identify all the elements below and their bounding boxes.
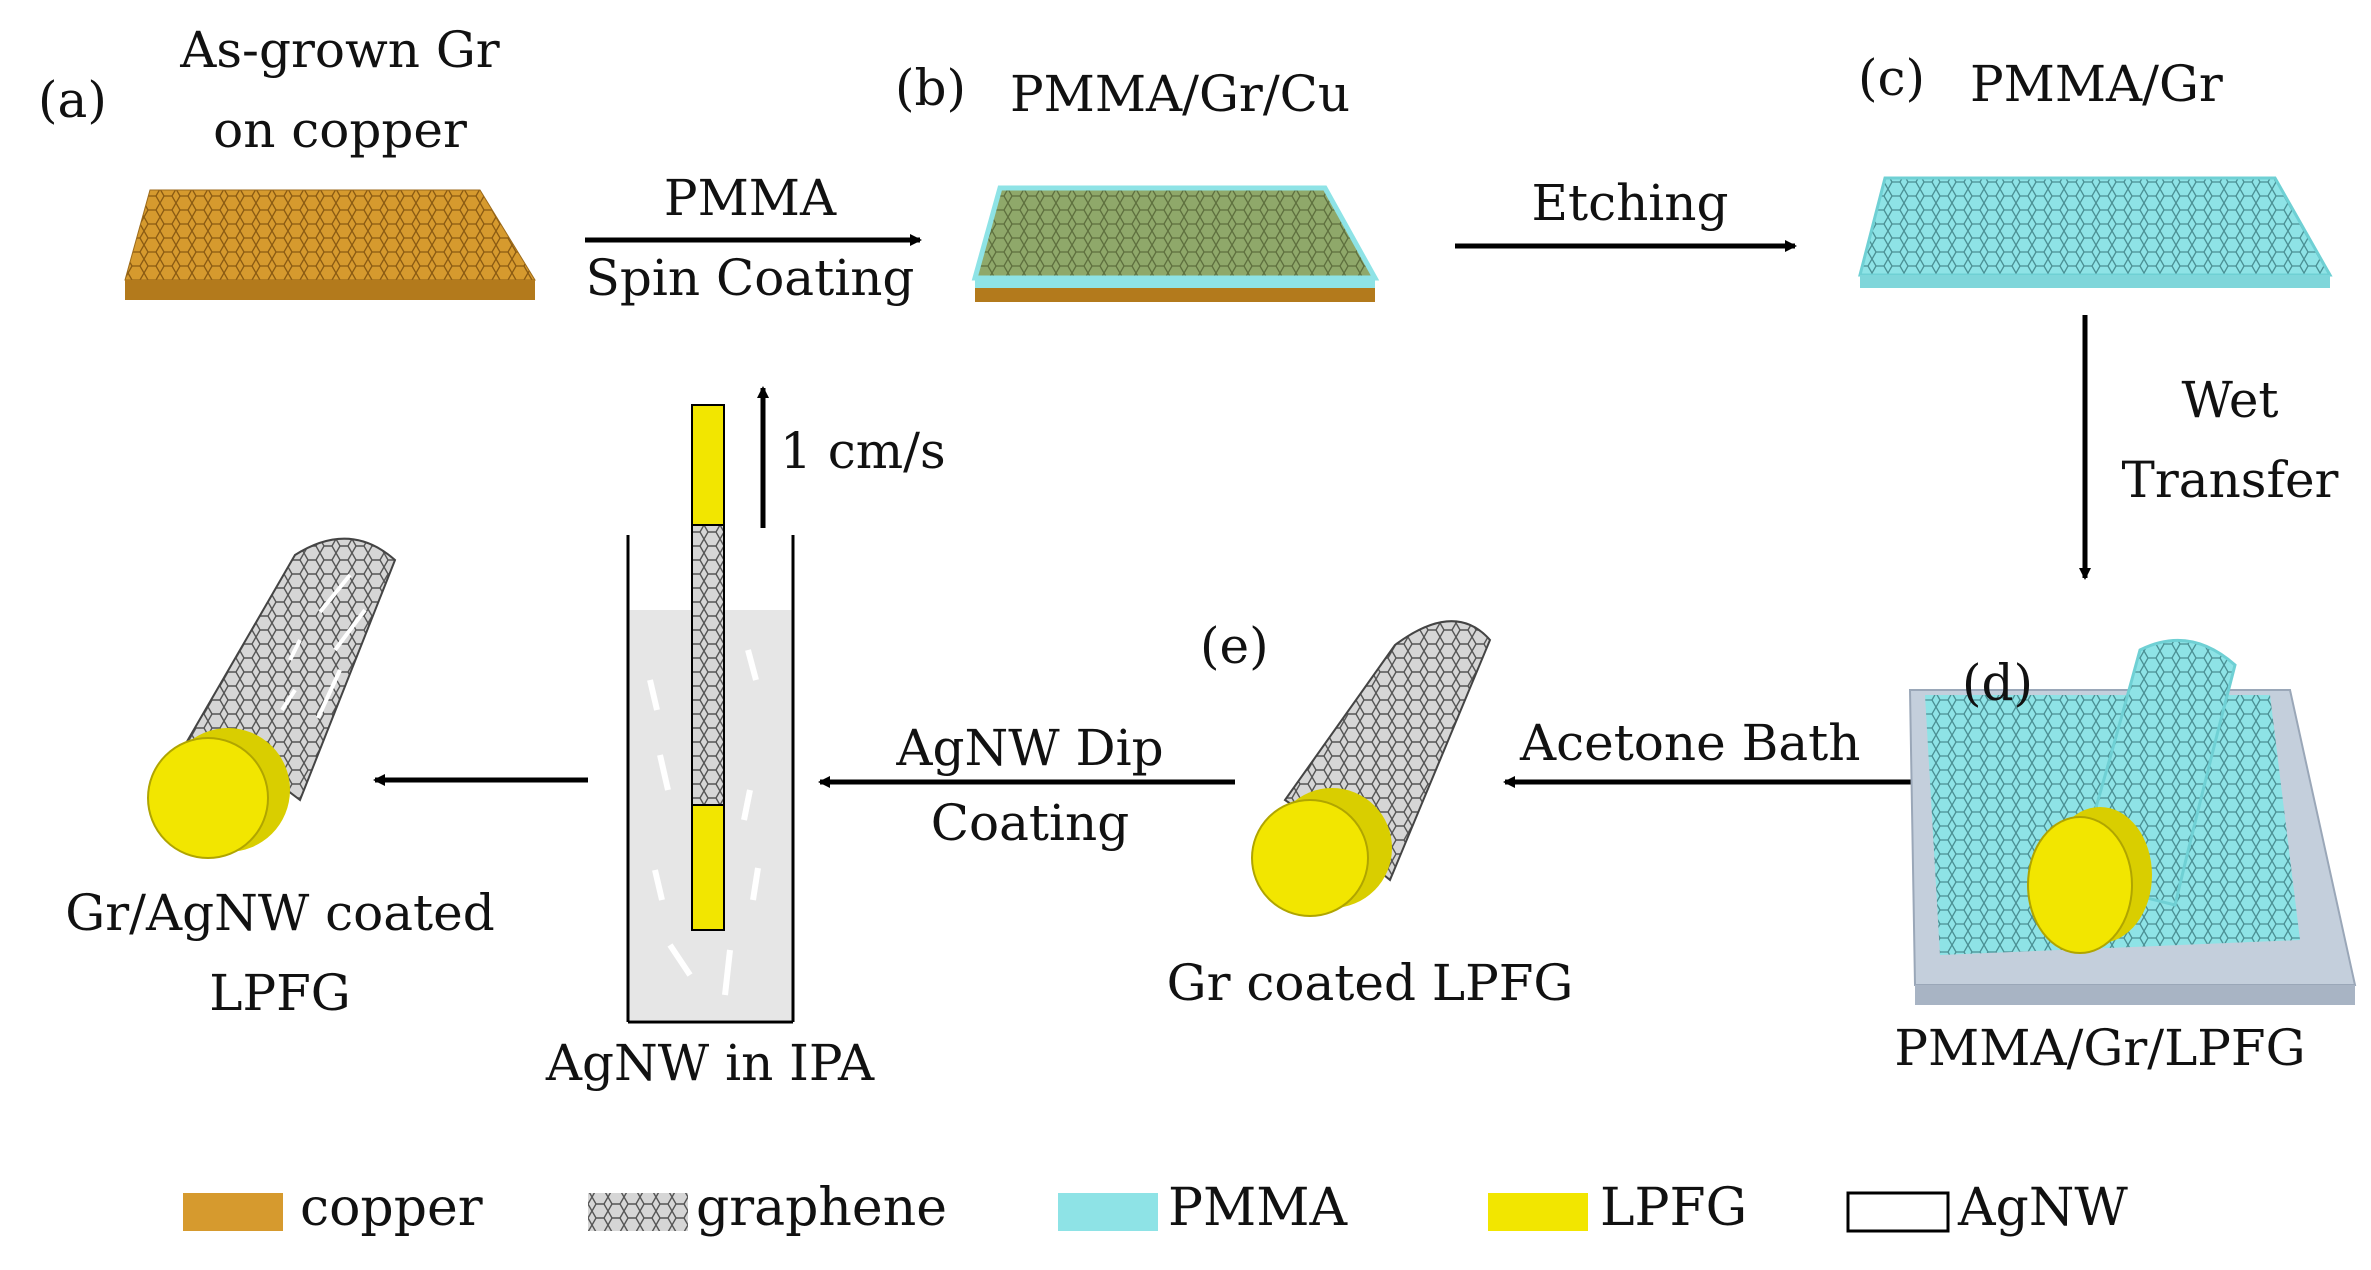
bath-caption: AgNW in IPA xyxy=(545,1034,875,1092)
step-b-title: PMMA/Gr/Cu xyxy=(1010,65,1351,123)
gr-agnw-coated-lpfg xyxy=(147,537,397,859)
gr-coated-lpfg xyxy=(1251,620,1492,917)
arrow-cd-label-line2: Transfer xyxy=(2121,451,2339,509)
step-b-tag: (b) xyxy=(895,59,967,117)
legend-lpfg-swatch xyxy=(1488,1193,1588,1231)
legend-lpfg-label: LPFG xyxy=(1600,1178,1748,1238)
copper-slab xyxy=(124,189,536,300)
legend-graphene-label: graphene xyxy=(696,1178,947,1238)
arrow-e-bath-label-line1: AgNW Dip xyxy=(896,719,1164,777)
arrow-ab-label-line1: PMMA xyxy=(663,169,837,227)
step-d-tag: (d) xyxy=(1962,654,2034,712)
final-caption-line1: Gr/AgNW coated xyxy=(65,884,495,942)
legend-agnw-swatch xyxy=(1846,1191,1950,1233)
legend-agnw-label: AgNW xyxy=(1958,1178,2128,1238)
step-e-caption: Gr coated LPFG xyxy=(1166,954,1574,1012)
step-d-caption: PMMA/Gr/LPFG xyxy=(1894,1019,2306,1077)
pmma-gr-lpfg-assembly xyxy=(1908,638,2357,1005)
pmma-gr-film xyxy=(1858,176,2333,288)
final-caption-line2: LPFG xyxy=(209,964,351,1022)
pull-speed-label: 1 cm/s xyxy=(780,422,946,480)
legend-graphene-swatch xyxy=(588,1193,688,1231)
step-a-title-line1: As-grown Gr xyxy=(180,21,500,79)
arrow-ab-label-line2: Spin Coating xyxy=(585,249,915,307)
step-c-title: PMMA/Gr xyxy=(1970,55,2223,113)
legend-copper-swatch xyxy=(183,1193,283,1231)
arrow-cd-label-line1: Wet xyxy=(2181,371,2279,429)
arrow-e-bath-label-line2: Coating xyxy=(930,794,1130,852)
step-a-tag: (a) xyxy=(38,71,107,129)
step-e-tag: (e) xyxy=(1200,617,1269,675)
legend-pmma-swatch xyxy=(1058,1193,1158,1231)
step-c-tag: (c) xyxy=(1858,49,1926,107)
arrow-bc-label: Etching xyxy=(1531,174,1729,232)
arrow-de-label: Acetone Bath xyxy=(1520,714,1861,772)
step-a-title-line2: on copper xyxy=(213,101,467,159)
legend-pmma-label: PMMA xyxy=(1168,1178,1348,1238)
legend-copper-label: copper xyxy=(300,1178,483,1238)
agnw-bath xyxy=(626,404,795,1024)
pmma-gr-cu-slab xyxy=(971,185,1380,302)
